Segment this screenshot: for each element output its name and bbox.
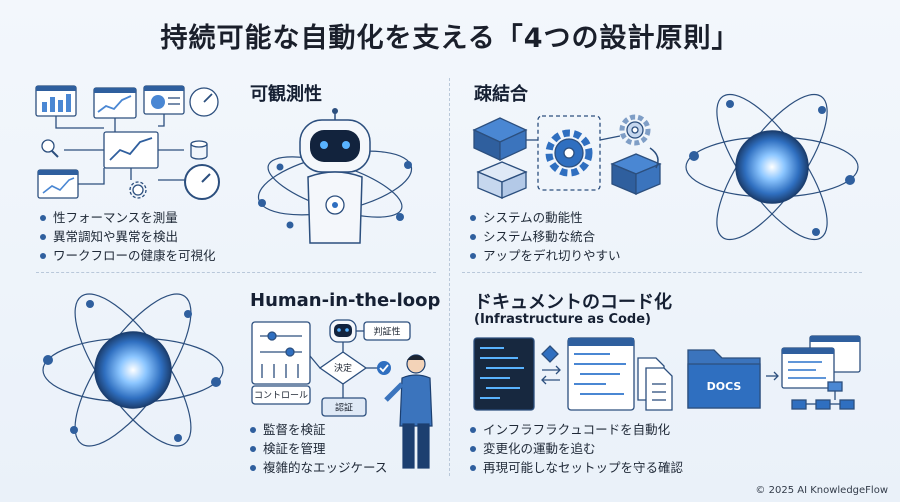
list-item: 監督を検証 <box>250 420 387 439</box>
robot-observer-illustration <box>257 108 413 244</box>
bullet-dot-icon <box>250 445 256 452</box>
list-item: 複雑的なエッジケース <box>250 458 387 477</box>
bullet-dot-icon <box>470 464 476 471</box>
docs-as-code-bullets: インフラフラクュコードを自動化 変更化の運動を追む 再現可能しなセットップを守る… <box>470 420 683 477</box>
list-item: システム移動な統合 <box>470 227 621 246</box>
copyright-footer: © 2025 AI KnowledgeFlow <box>755 485 888 496</box>
observability-bullets: 性フォーマンスを測量 異常調知や異常を検出 ワークフローの健康を可視化 <box>40 208 216 265</box>
bullet-dot-icon <box>470 214 476 221</box>
modules-gears-illustration <box>472 114 662 199</box>
human-in-the-loop-heading: Human-in-the-loop <box>250 290 441 311</box>
list-item: 異常調知や異常を検出 <box>40 227 216 246</box>
list-item: 再現可能しなセットップを守る確認 <box>470 458 683 477</box>
loose-coupling-bullets: システムの動能性 システム移動な統合 アップをデれ切りやすい <box>470 208 621 265</box>
loose-coupling-heading: 疎結合 <box>474 84 528 105</box>
bullet-dot-icon <box>470 233 476 240</box>
docs-as-code-heading: ドキュメントのコード化 <box>474 292 672 313</box>
decide-label: 決定 <box>334 362 352 374</box>
bullet-dot-icon <box>250 464 256 471</box>
docs-as-code-subheading: (Infrastructure as Code) <box>474 312 651 327</box>
human-loop-flow-illustration: コントロール 判証性 決定 認証 <box>251 319 433 469</box>
horizontal-divider-left <box>36 272 436 273</box>
bullet-dot-icon <box>470 252 476 259</box>
judge-label: 判証性 <box>373 326 400 338</box>
list-item: 性フォーマンスを測量 <box>40 208 216 227</box>
list-item: アップをデれ切りやすい <box>470 246 621 265</box>
bullet-dot-icon <box>250 426 256 433</box>
bullet-dot-icon <box>470 445 476 452</box>
list-item: システムの動能性 <box>470 208 621 227</box>
list-item: ワークフローの健康を可視化 <box>40 246 216 265</box>
observability-heading: 可観測性 <box>250 84 322 105</box>
atom-orbit-illustration-bottom <box>42 293 224 447</box>
code-documents-illustration: DOCS <box>473 335 861 411</box>
atom-orbit-illustration-top <box>685 93 859 241</box>
dashboard-network-illustration <box>35 85 220 200</box>
docs-folder-label: DOCS <box>707 380 742 393</box>
list-item: 検証を管理 <box>250 439 387 458</box>
bullet-dot-icon <box>40 214 46 221</box>
list-item: 変更化の運動を追む <box>470 439 683 458</box>
auth-label: 認証 <box>335 402 353 414</box>
robot-icon <box>299 108 371 244</box>
bullet-dot-icon <box>470 426 476 433</box>
human-loop-bullets: 監督を検証 検証を管理 複雑的なエッジケース <box>250 420 387 477</box>
control-label: コントロール <box>254 391 308 401</box>
small-gear-icon <box>619 114 651 146</box>
horizontal-divider-right <box>462 272 862 273</box>
vertical-divider <box>449 78 450 476</box>
bullet-dot-icon <box>40 252 46 259</box>
bullet-dot-icon <box>40 233 46 240</box>
person-icon <box>384 354 433 469</box>
page-title: 持続可能な自動化を支える「4つの設計原則」 <box>160 23 740 54</box>
gear-icon <box>545 129 593 177</box>
list-item: インフラフラクュコードを自動化 <box>470 420 683 439</box>
